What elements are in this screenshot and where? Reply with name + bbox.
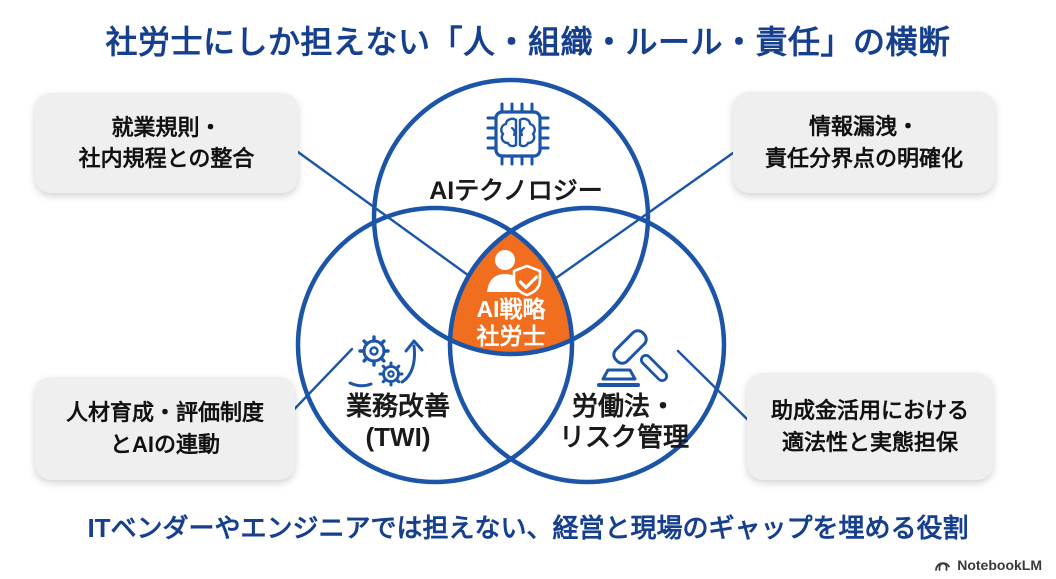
venn-label-ai-technology: AIテクノロジー [396,171,636,207]
callout-line: 就業規則・ [111,114,222,140]
venn-circle-business-improvement [295,205,575,485]
venn-label-line: 社労士 [476,323,546,349]
venn-circles [295,77,727,485]
callout-line: 社内規程との整合 [78,146,255,171]
venn-center-label: AI戦略 社労士 [441,296,581,350]
callout-top-right: 情報漏洩・ 責任分界点の明確化 [733,92,995,193]
person-shield-check-icon [487,250,542,297]
connector-bottom-right [676,349,749,421]
venn-circle-labor-law [447,205,727,485]
callout-line: 責任分界点の明確化 [764,145,963,171]
gavel-icon [597,329,669,387]
callout-bottom-right: 助成金活用における 適法性と実態担保 [747,373,993,480]
callout-line: 人材育成・評価制度 [65,400,264,426]
venn-label-business-improvement: 業務改善 (TWI) [308,391,488,453]
notebooklm-logo-text: NotebookLM [957,557,1042,573]
venn-label-line: AI戦略 [476,296,546,322]
venn-label-line: AIテクノロジー [429,177,603,205]
callout-bottom-left: 人材育成・評価制度 とAIの連動 [35,377,295,480]
callout-line: 適法性と実態担保 [781,429,958,455]
venn-label-line: 業務改善 [345,391,450,421]
venn-label-line: リスク管理 [558,422,689,452]
callout-line: とAIの連動 [109,431,220,457]
connector-top-left [296,150,485,288]
notebooklm-logo-icon [935,562,951,571]
venn-circle-ai-technology [371,77,651,357]
venn-label-labor-law: 労働法・ リスク管理 [534,391,714,453]
callout-top-left: 就業規則・ 社内規程との整合 [35,93,298,193]
callout-line: 助成金活用における [770,398,969,424]
venn-label-line: (TWI) [365,422,431,452]
footer-text: ITベンダーやエンジニアでは担えない、経営と現場のギャップを埋める役割 [87,513,969,543]
chip-brain-icon [486,102,550,166]
page-title: 社労士にしか担えない「人・組織・ルール・責任」の横断 [105,24,951,60]
venn-label-line: 労働法・ [571,391,676,421]
branding: NotebookLM [934,557,1042,573]
gears-up-arrow-icon [348,335,424,388]
callout-line: 情報漏洩・ [808,114,919,140]
